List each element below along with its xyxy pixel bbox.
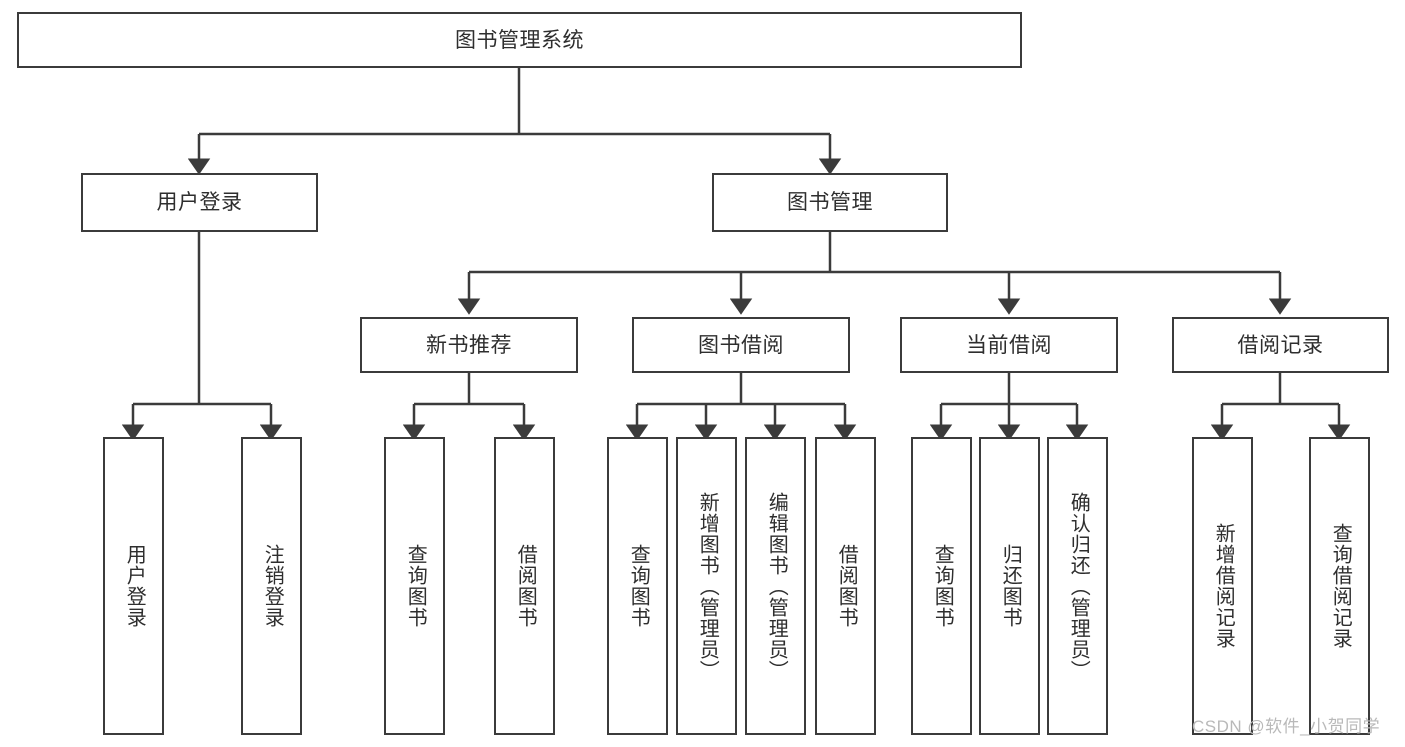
node-label: 新书推荐	[426, 333, 512, 357]
leaf-label: 编辑图书（管理员）	[765, 491, 788, 681]
leaf-current-query-book[interactable]: 查询图书	[911, 437, 972, 735]
node-user-login[interactable]: 用户登录	[81, 173, 318, 232]
leaf-label: 确认归还（管理员）	[1067, 491, 1090, 681]
node-book-management[interactable]: 图书管理	[712, 173, 948, 232]
leaf-label: 查询借阅记录	[1329, 523, 1352, 649]
leaf-current-return-book[interactable]: 归还图书	[979, 437, 1040, 735]
node-root-system[interactable]: 图书管理系统	[17, 12, 1022, 68]
leaf-current-confirm-return-admin[interactable]: 确认归还（管理员）	[1047, 437, 1108, 735]
node-label: 当前借阅	[966, 333, 1052, 357]
node-book-borrow[interactable]: 图书借阅	[632, 317, 850, 373]
leaf-record-query-record[interactable]: 查询借阅记录	[1309, 437, 1370, 735]
leaf-label: 新增图书（管理员）	[696, 491, 719, 681]
leaf-label: 查询图书	[404, 544, 427, 628]
leaf-label: 查询图书	[931, 544, 954, 628]
leaf-label: 注销登录	[261, 544, 284, 628]
node-borrow-record[interactable]: 借阅记录	[1172, 317, 1389, 373]
leaf-record-add-record[interactable]: 新增借阅记录	[1192, 437, 1253, 735]
node-label: 图书借阅	[698, 333, 784, 357]
leaf-user-login-logout[interactable]: 注销登录	[241, 437, 302, 735]
node-label: 图书管理	[787, 191, 873, 214]
node-label: 图书管理系统	[455, 28, 584, 52]
leaf-label: 借阅图书	[514, 544, 537, 628]
leaf-label: 归还图书	[999, 544, 1022, 628]
leaf-user-login-login[interactable]: 用户登录	[103, 437, 164, 735]
leaf-borrow-query-book[interactable]: 查询图书	[607, 437, 668, 735]
leaf-recommend-query-book[interactable]: 查询图书	[384, 437, 445, 735]
leaf-label: 新增借阅记录	[1212, 523, 1235, 649]
node-new-book-recommend[interactable]: 新书推荐	[360, 317, 578, 373]
leaf-recommend-borrow-book[interactable]: 借阅图书	[494, 437, 555, 735]
leaf-borrow-borrow-book[interactable]: 借阅图书	[815, 437, 876, 735]
leaf-label: 用户登录	[123, 544, 146, 628]
leaf-borrow-edit-book-admin[interactable]: 编辑图书（管理员）	[745, 437, 806, 735]
node-label: 借阅记录	[1237, 333, 1324, 357]
node-label: 用户登录	[156, 191, 243, 214]
leaf-label: 借阅图书	[835, 544, 858, 628]
node-current-borrow[interactable]: 当前借阅	[900, 317, 1118, 373]
watermark-text: CSDN @软件_小贺同学	[1192, 717, 1381, 736]
leaf-borrow-add-book-admin[interactable]: 新增图书（管理员）	[676, 437, 737, 735]
leaf-label: 查询图书	[627, 544, 650, 628]
